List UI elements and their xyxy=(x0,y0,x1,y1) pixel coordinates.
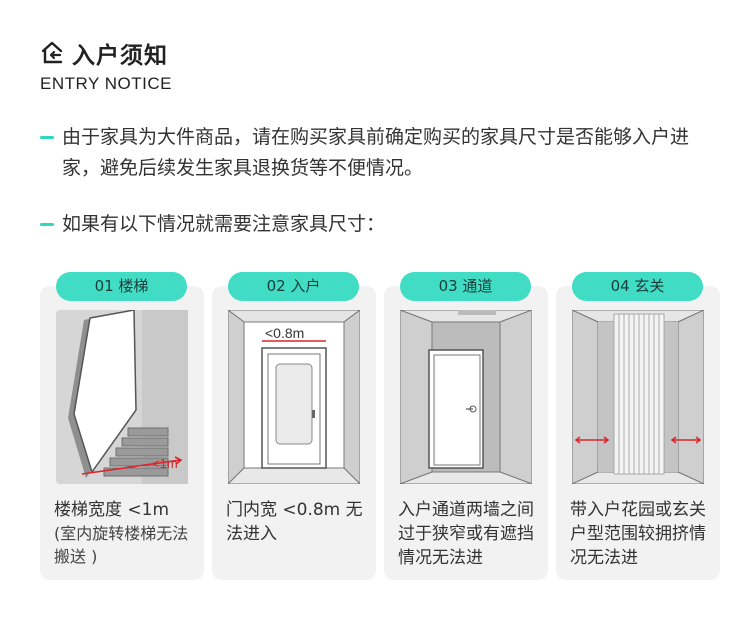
title-row: 入户须知 xyxy=(40,36,172,70)
card-door: 02 入户 <0.8m 门内宽 <0.8m 无法进入 xyxy=(212,272,376,580)
caption-main: 入户通道两墙之间过于狭窄或有遮挡情况无法进 xyxy=(398,500,534,568)
door-illustration: <0.8m xyxy=(228,310,360,484)
entryway-illustration xyxy=(572,310,704,484)
house-arrow-icon xyxy=(41,41,63,64)
condition-paragraph: 如果有以下情况就需要注意家具尺寸： xyxy=(40,209,720,240)
card-tag: 04 玄关 xyxy=(572,272,703,301)
page-subtitle: ENTRY NOTICE xyxy=(40,74,172,93)
card-caption: 入户通道两墙之间过于狭窄或有遮挡情况无法进 xyxy=(398,498,540,570)
corridor-illustration xyxy=(400,310,532,484)
door-measure-label: <0.8m xyxy=(265,325,304,341)
card-caption: 楼梯宽度 <1m (室内旋转楼梯无法搬送 ) xyxy=(54,498,196,568)
stairs-measure-label: <1m xyxy=(152,456,178,471)
caption-main: 楼梯宽度 <1m xyxy=(54,500,170,520)
page-title: 入户须知 xyxy=(72,43,168,69)
intro-text: 由于家具为大件商品，请在购买家具前确定购买的家具尺寸是否能够入户进家，避免后续发… xyxy=(62,126,690,179)
intro-paragraph: 由于家具为大件商品，请在购买家具前确定购买的家具尺寸是否能够入户进家，避免后续发… xyxy=(40,122,720,184)
bullet-dash xyxy=(40,136,54,139)
card-corridor: 03 通道 入户通道两墙之间过于狭窄或有遮挡情况无法进 xyxy=(384,272,548,580)
card-caption: 门内宽 <0.8m 无法进入 xyxy=(226,498,368,546)
card-entryway: 04 玄关 xyxy=(556,272,720,580)
bullet-dash xyxy=(40,223,54,226)
caption-main: 门内宽 <0.8m 无法进入 xyxy=(226,500,363,544)
card-list: 01 楼梯 <1m 楼梯宽度 <1m (室内旋转楼梯无法搬送 ) 02 入户 xyxy=(40,270,720,580)
caption-main: 带入户花园或玄关户型范围较拥挤情况无法进 xyxy=(570,500,706,568)
card-tag: 03 通道 xyxy=(400,272,531,301)
card-tag: 02 入户 xyxy=(228,272,359,301)
staircase-illustration: <1m xyxy=(56,310,188,484)
card-stairs: 01 楼梯 <1m 楼梯宽度 <1m (室内旋转楼梯无法搬送 ) xyxy=(40,272,204,580)
card-caption: 带入户花园或玄关户型范围较拥挤情况无法进 xyxy=(570,498,712,570)
caption-note: (室内旋转楼梯无法搬送 ) xyxy=(54,524,189,566)
card-tag: 01 楼梯 xyxy=(56,272,187,301)
condition-text: 如果有以下情况就需要注意家具尺寸： xyxy=(62,213,386,235)
header: 入户须知 ENTRY NOTICE xyxy=(40,36,172,94)
